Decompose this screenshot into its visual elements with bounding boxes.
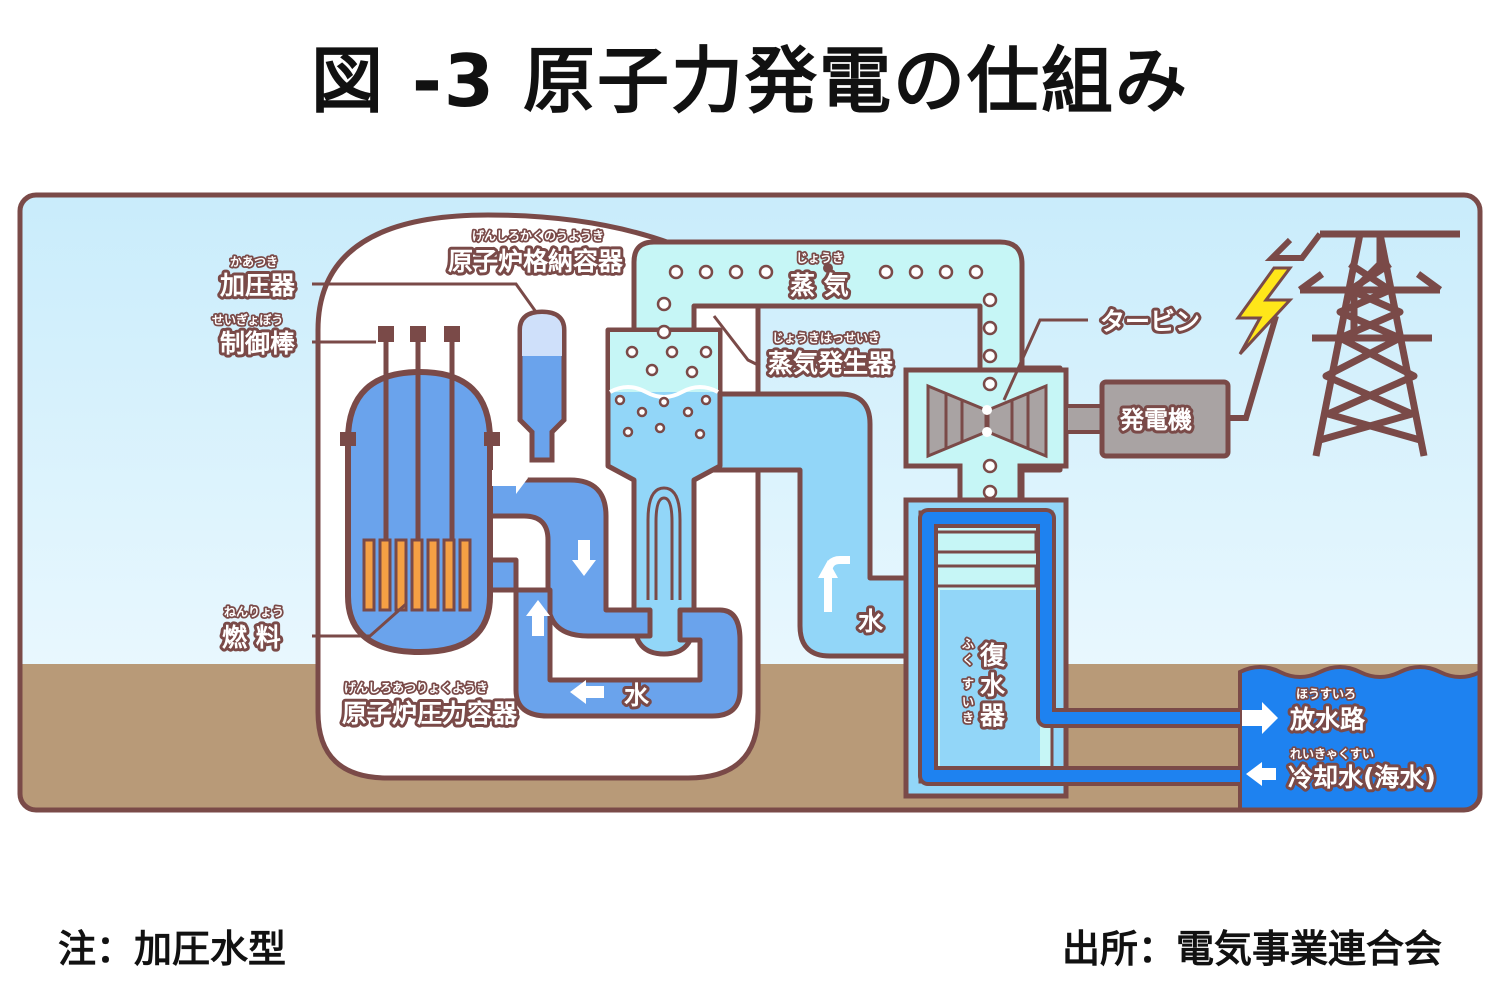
label-condenser-1: 復 xyxy=(979,641,1006,670)
ruby-control-rod: せいぎょぼう xyxy=(212,312,283,327)
label-condenser-3: 器 xyxy=(979,701,1006,730)
ruby-steam: じょうき xyxy=(796,251,844,265)
page-title: 図 -3 原子力発電の仕組み xyxy=(310,39,1190,123)
footnote-type: 注：加圧水型 xyxy=(58,927,287,971)
label-pressurizer: 加圧器 xyxy=(219,271,296,300)
ruby-condenser-4: い xyxy=(962,695,974,709)
leader-lines xyxy=(312,282,1088,638)
label-control-rod: 制御棒 xyxy=(220,329,296,358)
reactor-vessel xyxy=(340,326,500,656)
label-condenser-2: 水 xyxy=(980,671,1006,700)
label-turbine: タービン xyxy=(1100,307,1200,336)
lightning-icon xyxy=(1235,266,1294,356)
pressurizer xyxy=(517,309,567,463)
label-cooling-water: 冷却水(海水) xyxy=(1288,763,1436,792)
label-water-primary: 水 xyxy=(624,681,650,710)
ruby-condenser-2: く xyxy=(962,653,974,667)
label-generator: 発電機 xyxy=(1119,406,1192,434)
footnote-source: 出所：電気事業連合会 xyxy=(1061,927,1442,971)
ruby-discharge: ほうすいろ xyxy=(1296,687,1356,701)
flow-arrows xyxy=(492,462,1278,786)
primary-loop xyxy=(485,477,743,719)
label-steam: 蒸 気 xyxy=(790,271,849,300)
ruby-condenser-5: き xyxy=(962,711,974,725)
ruby-cooling-water: れいきゃくすい xyxy=(1290,747,1374,761)
ruby-steam-generator: じょうきはっせいき xyxy=(772,331,880,345)
fuel-rods xyxy=(362,538,472,612)
label-containment: 原子炉格納容器 xyxy=(448,247,624,276)
ruby-fuel: ねんりょう xyxy=(224,605,284,619)
label-steam-generator: 蒸気発生器 xyxy=(768,349,894,378)
ruby-pressure-vessel: げんしろあつりょくようき xyxy=(344,680,488,695)
label-discharge: 放水路 xyxy=(1289,705,1366,734)
ruby-condenser-1: ふ xyxy=(962,637,974,651)
ruby-condenser-3: す xyxy=(962,677,974,691)
label-fuel: 燃 料 xyxy=(222,623,281,652)
transmission-tower-icon xyxy=(1297,230,1460,457)
ruby-pressurizer: かあつき xyxy=(230,255,278,269)
ruby-containment: げんしろかくのうようき xyxy=(472,228,604,243)
label-water-secondary: 水 xyxy=(858,607,884,636)
label-pressure-vessel: 原子炉圧力容器 xyxy=(342,699,518,728)
sea xyxy=(1238,665,1480,810)
steam-bubbles xyxy=(614,264,998,500)
